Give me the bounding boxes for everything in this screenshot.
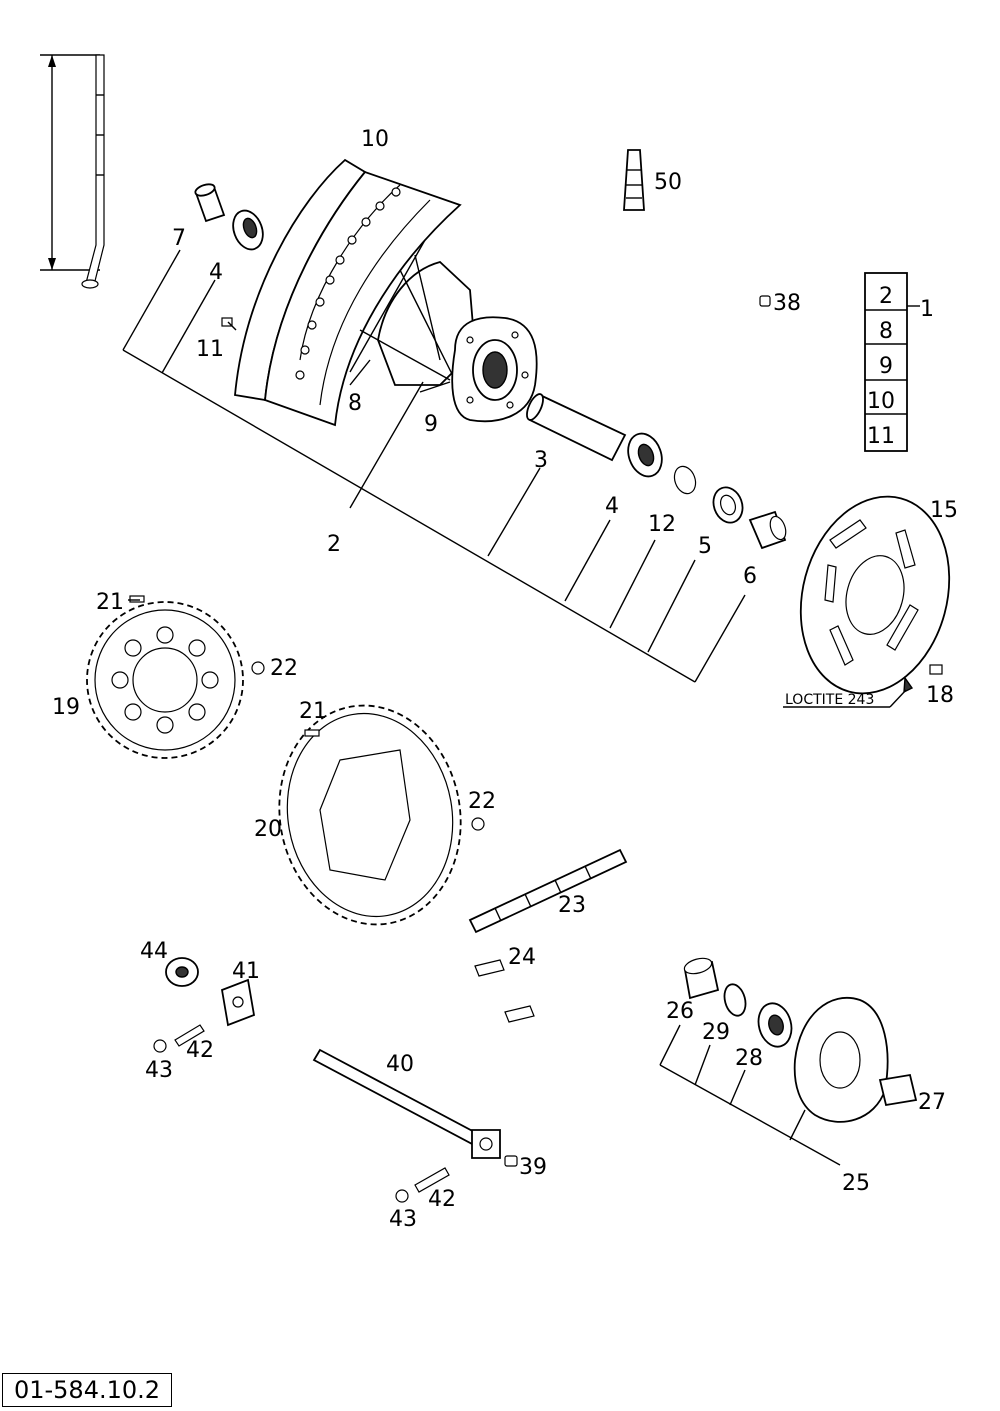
label-part-40: 40 xyxy=(386,1052,414,1077)
damper-27 xyxy=(878,1073,918,1107)
nut-44 xyxy=(165,957,199,987)
label-part-22-mid: 22 xyxy=(468,789,496,814)
label-part-3: 3 xyxy=(534,448,548,473)
label-part-4-right: 4 xyxy=(605,494,619,519)
kit-item-10: 10 xyxy=(867,389,895,414)
circlip-12 xyxy=(673,465,697,495)
label-part-44: 44 xyxy=(140,939,168,964)
label-part-24: 24 xyxy=(508,945,536,970)
bearing-4-right xyxy=(627,432,663,478)
spacer-7 xyxy=(194,183,226,223)
seal-5 xyxy=(712,486,744,524)
label-part-20: 20 xyxy=(254,817,282,842)
label-part-43-left: 43 xyxy=(145,1058,173,1083)
label-part-8: 8 xyxy=(348,391,362,416)
label-part-25: 25 xyxy=(842,1171,870,1196)
kit-box xyxy=(864,272,920,452)
bolt-21-mid xyxy=(304,729,320,737)
bearing-28 xyxy=(757,1002,793,1048)
label-part-12: 12 xyxy=(648,512,676,537)
label-part-43-bottom: 43 xyxy=(389,1207,417,1232)
grease-50 xyxy=(623,149,645,211)
label-part-7: 7 xyxy=(172,226,186,251)
nut-22-top xyxy=(251,661,265,675)
bolt-21-top xyxy=(129,595,145,603)
label-part-11: 11 xyxy=(196,337,224,362)
spoke-dimension xyxy=(40,54,100,271)
spacer-6 xyxy=(748,510,787,550)
axle-sleeve-3 xyxy=(526,393,627,462)
screw-18 xyxy=(903,664,943,694)
label-part-27: 27 xyxy=(918,1090,946,1115)
kit-item-9: 9 xyxy=(879,354,893,379)
spacer-26 xyxy=(683,957,720,1000)
label-part-4-top: 4 xyxy=(209,260,223,285)
callout-labels: 10 50 7 4 38 11 8 9 3 4 12 5 6 2 15 18 L… xyxy=(52,127,958,1232)
rim xyxy=(234,158,462,427)
label-part-29: 29 xyxy=(702,1020,730,1045)
label-part-22-top: 22 xyxy=(270,656,298,681)
label-part-6: 6 xyxy=(743,564,757,589)
nut-43-left xyxy=(153,1039,167,1053)
label-part-42-bottom: 42 xyxy=(428,1187,456,1212)
leader-lines xyxy=(122,249,907,1166)
label-part-1: 1 xyxy=(920,297,934,322)
label-part-50: 50 xyxy=(654,170,682,195)
nut-43-bottom xyxy=(395,1189,409,1203)
label-part-5: 5 xyxy=(698,534,712,559)
label-part-21-top: 21 xyxy=(96,590,124,615)
sprocket-carrier-25 xyxy=(793,997,889,1123)
label-part-2: 2 xyxy=(327,532,341,557)
label-part-26: 26 xyxy=(666,999,694,1024)
kit-item-11: 11 xyxy=(867,424,895,449)
hub xyxy=(349,239,538,423)
label-part-15: 15 xyxy=(930,498,958,523)
label-part-39: 39 xyxy=(519,1155,547,1180)
bearing-4-top xyxy=(232,209,264,251)
label-part-21-mid: 21 xyxy=(299,699,327,724)
drawing-code: 01-584.10.2 xyxy=(2,1373,172,1407)
label-part-42-left: 42 xyxy=(186,1038,214,1063)
valve-cap-38 xyxy=(759,295,771,307)
label-part-18: 18 xyxy=(926,683,954,708)
label-part-28: 28 xyxy=(735,1046,763,1071)
cap-39 xyxy=(504,1155,518,1167)
chain xyxy=(468,848,628,934)
screw-11 xyxy=(221,317,233,327)
label-part-10: 10 xyxy=(361,127,389,152)
sprocket-20 xyxy=(278,704,462,926)
brake-disc xyxy=(799,495,951,695)
spoke xyxy=(81,54,105,289)
loctite-note: LOCTITE 243 xyxy=(785,692,874,708)
bolt-42-bottom xyxy=(414,1167,450,1193)
plate-41 xyxy=(220,978,256,1027)
sprocket-19 xyxy=(86,601,244,759)
kit-item-2: 2 xyxy=(879,284,893,309)
label-part-23: 23 xyxy=(558,893,586,918)
bolt-42-left xyxy=(174,1024,205,1047)
label-part-38: 38 xyxy=(773,291,801,316)
label-part-19: 19 xyxy=(52,695,80,720)
label-part-41: 41 xyxy=(232,959,260,984)
kit-item-8: 8 xyxy=(879,319,893,344)
label-part-9: 9 xyxy=(424,412,438,437)
axle xyxy=(312,1048,501,1159)
rim-spoke-holes xyxy=(295,187,401,380)
chain-link-24 xyxy=(474,959,535,1023)
ring-29 xyxy=(723,983,747,1017)
nut-22-mid xyxy=(471,817,485,831)
